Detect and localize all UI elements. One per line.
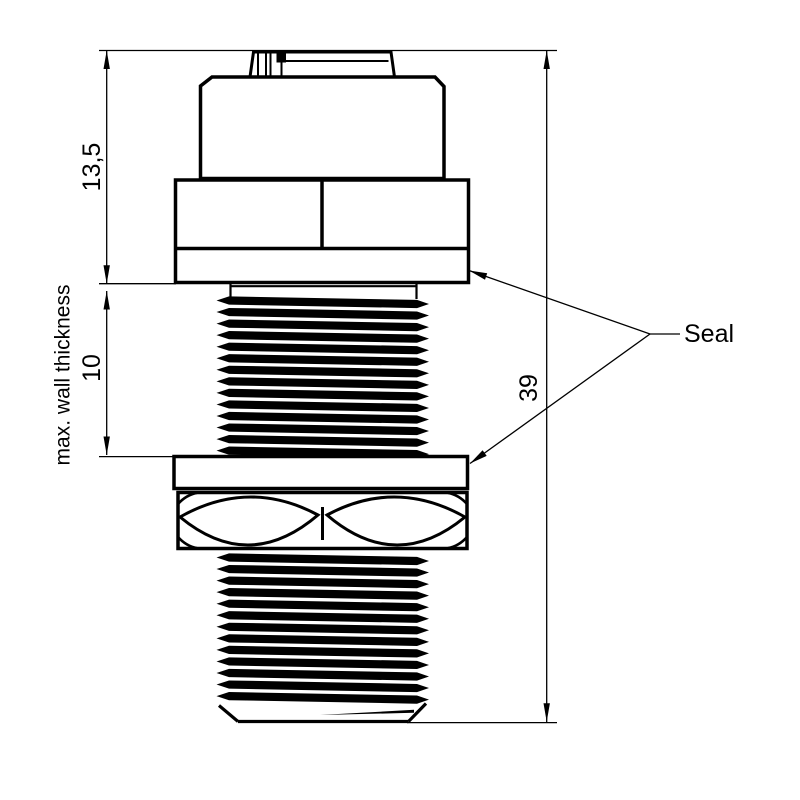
lower-thread-section	[216, 553, 429, 704]
thread-band	[216, 435, 429, 447]
thread-band	[216, 692, 429, 704]
lower-hex-facet-lens-right	[324, 495, 468, 547]
seal-leader-upper	[468, 269, 651, 335]
thread-band	[216, 296, 429, 309]
thread-band	[216, 668, 429, 681]
arrow-seal-upper	[469, 270, 488, 280]
dim-39-label: 39	[515, 374, 543, 402]
thread-band	[216, 342, 429, 355]
thread-band	[216, 307, 429, 320]
seal-callout-label: Seal	[684, 320, 734, 348]
thread-band	[216, 411, 429, 424]
thread-band	[216, 680, 429, 693]
thread-band	[216, 599, 429, 612]
arrow-seal-lower	[470, 450, 487, 464]
arrow-10-down	[103, 436, 110, 455]
lower-hex-nut	[176, 490, 469, 551]
arrow-39-down	[543, 703, 550, 722]
washer	[172, 454, 470, 491]
thread-band	[216, 645, 429, 658]
thread-band	[216, 388, 429, 401]
connector-body	[172, 50, 471, 724]
lower-hex-corner-arc-br	[447, 536, 468, 550]
thread-end-runout	[320, 709, 414, 715]
dim-10-label: 10	[78, 354, 106, 382]
dim-13-5-label: 13,5	[78, 143, 106, 192]
thread-band	[216, 588, 429, 600]
annotation-texts: 13,5 10 max. wall thickness 39 Seal	[52, 143, 735, 466]
top-piece-coding-notch	[276, 52, 286, 63]
upper-hex-assembly	[173, 178, 471, 285]
thread-band	[216, 634, 429, 646]
thread-band	[216, 611, 429, 623]
thread-end-chamfer-left	[217, 704, 240, 723]
thread-end	[217, 702, 428, 724]
upper-thread-section	[216, 296, 429, 459]
wall-thickness-label: max. wall thickness	[52, 285, 75, 466]
thread-band	[216, 622, 429, 635]
lower-hex-facet-lens-left	[177, 495, 321, 547]
thread-band	[216, 354, 429, 366]
lower-hex-corner-arc-tl	[177, 491, 198, 505]
dimension-arrowheads	[103, 50, 550, 722]
thread-band	[216, 423, 429, 436]
thread-band	[216, 564, 429, 577]
thread-band	[216, 657, 429, 670]
thread-band	[216, 377, 429, 389]
thread-band	[216, 400, 429, 413]
housing-cap	[198, 75, 446, 181]
thread-band	[216, 553, 429, 566]
arrow-39-up	[543, 50, 550, 69]
thread-band	[216, 331, 429, 343]
arrow-13-5-up	[103, 50, 110, 69]
arrow-10-up	[103, 291, 110, 310]
thread-band	[216, 576, 429, 589]
seal-leader-lower	[469, 333, 651, 465]
connector-top-interface	[248, 50, 397, 79]
thread-end-chamfer-right	[407, 702, 428, 723]
lower-hex-corner-arc-tr	[447, 491, 468, 505]
thread-band	[216, 365, 429, 378]
upper-neck	[229, 283, 418, 299]
arrow-13-5-down	[103, 265, 110, 284]
top-piece-outline	[248, 50, 397, 79]
thread-band	[216, 319, 429, 332]
lower-hex-corner-arc-bl	[177, 536, 198, 550]
